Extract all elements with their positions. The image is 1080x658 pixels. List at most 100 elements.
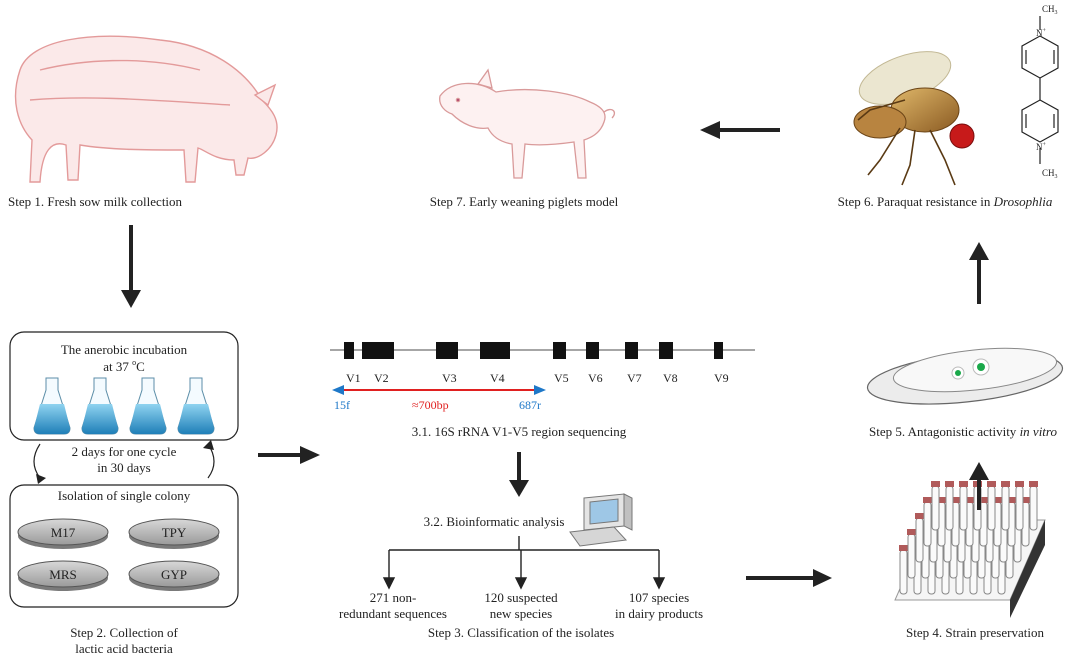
flask-icon: [81, 377, 119, 435]
medium-label: MRS: [49, 567, 76, 582]
step4-label: Step 4. Strain preservation: [906, 625, 1044, 640]
region-label: V9: [714, 371, 729, 385]
arrow-left-1: [700, 121, 780, 139]
computer-icon: [569, 493, 633, 547]
outcome-line1: 271 non-: [370, 590, 417, 605]
tube-cap: [1029, 481, 1038, 487]
tube: [931, 485, 940, 531]
tube-cap: [959, 481, 968, 487]
tube-cap: [987, 481, 996, 487]
step5-label: Step 5. Antagonistic activity in vitro: [869, 424, 1058, 439]
tube-cap: [923, 497, 932, 503]
region-label: V2: [374, 371, 389, 385]
isolation-title: Isolation of single colony: [58, 488, 191, 503]
tube-cap: [1001, 481, 1010, 487]
flask-icon: [129, 377, 167, 435]
region-label: V1: [346, 371, 361, 385]
tube: [899, 549, 908, 595]
tube-cap: [931, 481, 940, 487]
amplicon-size: ≈700bp: [412, 398, 449, 412]
tube-cap: [1021, 497, 1030, 503]
tube: [1001, 485, 1010, 531]
step2-label-line1: Step 2. Collection of: [70, 625, 178, 640]
region-label: V4: [490, 371, 505, 385]
tube-cap: [945, 481, 954, 487]
incubation-box: [9, 331, 239, 441]
tube: [959, 485, 968, 531]
cycle-text-line1: 2 days for one cycle: [72, 444, 177, 459]
arrow-up-2: [969, 242, 989, 304]
region-label: V7: [627, 371, 642, 385]
arrow-right-1: [258, 446, 320, 464]
arrow-down-2: [509, 452, 529, 497]
petri-dish: GYP: [128, 560, 220, 591]
tube: [1029, 485, 1038, 531]
flask-icon: [177, 377, 215, 435]
arrow-up-1: [969, 462, 989, 510]
amplicon-line: [332, 385, 546, 395]
petri-dish: M17: [17, 518, 109, 549]
incubation-title-line2: at 37 oC: [103, 358, 145, 374]
outcome-line2: in dairy products: [615, 606, 703, 621]
methyl-bottom-label: CH3: [1042, 168, 1058, 180]
tube-cap: [1015, 481, 1024, 487]
flask-group: [33, 377, 215, 435]
tube-cap: [1007, 497, 1016, 503]
region-label: V6: [588, 371, 603, 385]
step6-label: Step 6. Paraquat resistance in Drosophli…: [838, 194, 1053, 209]
sow-illustration: [14, 35, 278, 183]
nitrogen-top-label: N+: [1036, 28, 1047, 38]
petri-dish: MRS: [17, 560, 109, 591]
antagonism-petri-dish: [866, 347, 1064, 405]
bioinformatics-caption: 3.2. Bioinformatic analysis: [424, 514, 565, 529]
paraquat-structure: [1021, 16, 1059, 164]
medium-label: M17: [51, 525, 76, 540]
outcome-line1: 120 suspected: [484, 590, 558, 605]
step3-label: Step 3. Classification of the isolates: [428, 625, 614, 640]
tube-cap: [951, 497, 960, 503]
tube: [923, 501, 932, 547]
region-label: V5: [554, 371, 569, 385]
cycle-text-line2: in 30 days: [97, 460, 150, 475]
classification-tree: [382, 536, 666, 590]
tube-cap: [907, 529, 916, 535]
region-labels: V1 V2 V3 V4 V5 V6 V7 V8 V9: [346, 371, 729, 385]
piglet-illustration: [439, 68, 616, 179]
rrna-gene-map: [330, 342, 755, 359]
tube: [915, 517, 924, 563]
tube-cap: [993, 497, 1002, 503]
medium-label: GYP: [161, 567, 187, 582]
petri-dish: TPY: [128, 518, 220, 549]
flask-icon: [33, 377, 71, 435]
step2-label-line2: lactic acid bacteria: [75, 641, 173, 656]
step1-label: Step 1. Fresh sow milk collection: [8, 194, 183, 209]
cycle-arrow-left: [33, 443, 41, 479]
tube-cap: [979, 497, 988, 503]
incubation-title-line1: The anerobic incubation: [61, 342, 188, 357]
tube: [907, 533, 916, 579]
tube: [1015, 485, 1024, 531]
arrow-down-1: [121, 225, 141, 308]
medium-label: TPY: [162, 525, 187, 540]
outcome-line2: new species: [490, 606, 552, 621]
tube: [945, 485, 954, 531]
tube-cap: [899, 545, 908, 551]
primer-reverse: 687r: [519, 398, 541, 412]
primer-forward: 15f: [334, 398, 350, 412]
region-label: V8: [663, 371, 678, 385]
region-label: V3: [442, 371, 457, 385]
step7-label: Step 7. Early weaning piglets model: [430, 194, 619, 209]
nitrogen-bottom-label: N+: [1036, 142, 1047, 152]
drosophila-illustration: [853, 51, 975, 186]
arrow-right-2: [746, 569, 832, 587]
outcome-line1: 107 species: [629, 590, 689, 605]
methyl-top-label: CH3: [1042, 4, 1058, 16]
tube-rack-illustration: [894, 481, 1046, 618]
outcome-line2: redundant sequences: [339, 606, 447, 621]
tube-cap: [965, 497, 974, 503]
sequencing-caption: 3.1. 16S rRNA V1-V5 region sequencing: [412, 424, 627, 439]
tube-cap: [937, 497, 946, 503]
tube: [987, 485, 996, 531]
